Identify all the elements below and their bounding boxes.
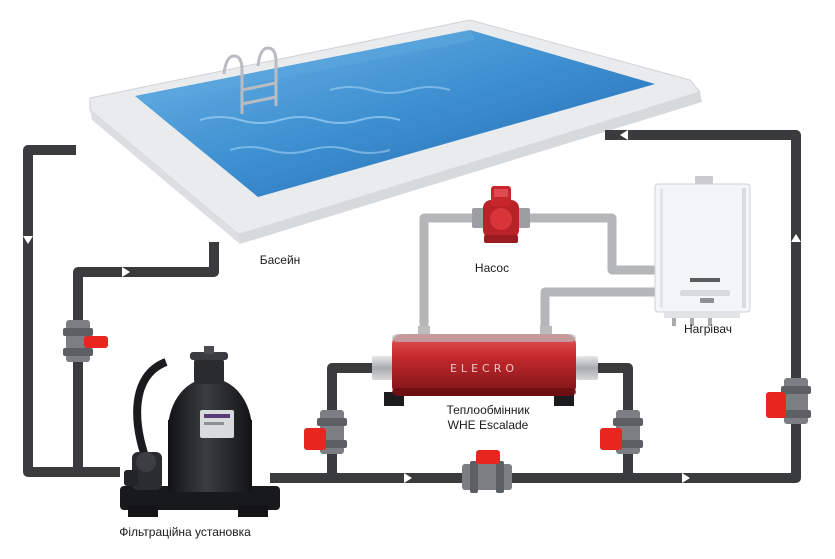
heat-exchanger-icon: ELECRO <box>372 326 598 406</box>
pool-ladder-icon <box>222 46 278 114</box>
pump-label: Насос <box>474 261 510 275</box>
flow-arrows <box>23 130 801 483</box>
ball-valve-icon <box>462 450 512 493</box>
ball-valve-icon <box>63 320 108 362</box>
pool-label: Басейн <box>259 253 301 267</box>
swimming-pool <box>89 19 702 244</box>
heat-exchanger-label: Теплообмінник WHE Escalade <box>418 403 558 433</box>
heat-exchanger-label-line1: Теплообмінник <box>446 403 530 417</box>
circulation-pump-icon <box>472 186 530 243</box>
heat-exchanger-label-line2: WHE Escalade <box>447 418 529 432</box>
ball-valve-icon <box>600 410 643 454</box>
heat-exchanger-brand: ELECRO <box>450 362 518 375</box>
gas-boiler-icon <box>654 176 751 326</box>
ball-valve-icon <box>766 378 811 424</box>
sand-filter-icon <box>120 346 280 517</box>
heating-circuit-pipes <box>419 213 656 332</box>
filter-label: Фільтраційна установка <box>119 525 251 539</box>
heater-label: Нагрівач <box>684 322 732 336</box>
ball-valve-icon <box>304 410 347 454</box>
